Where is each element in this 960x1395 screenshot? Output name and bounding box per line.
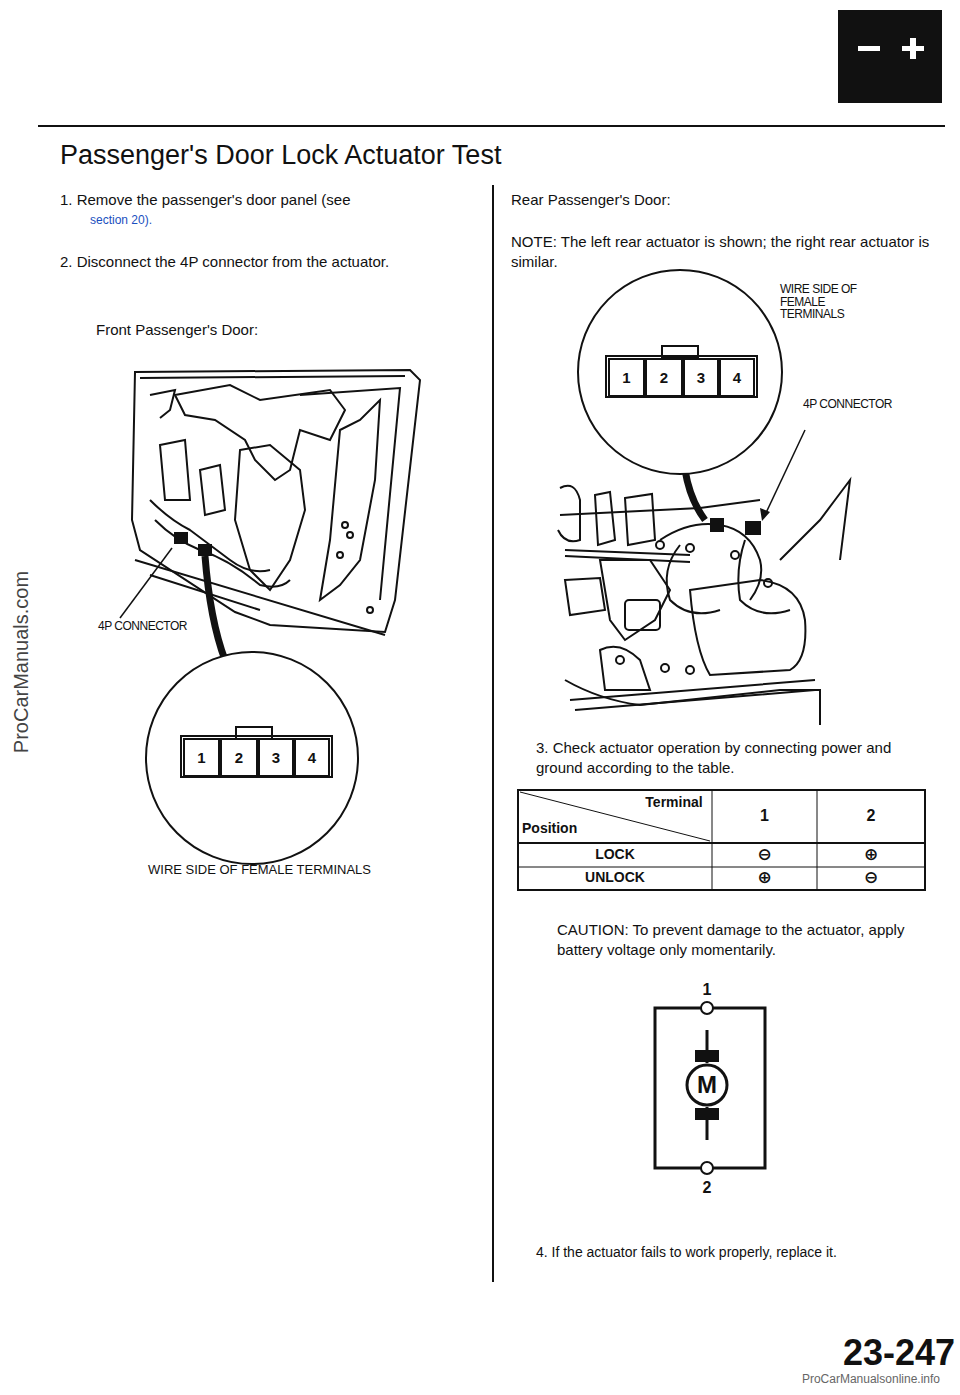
callout-label: 4P CONNECTOR [98, 620, 198, 633]
watermark: ProCarManuals.com [8, 497, 32, 827]
table-cell: UNLOCK [518, 869, 712, 886]
table-cell: ⊖ [712, 845, 817, 865]
instruction-text: CAUTION: To prevent damage to the actuat… [557, 920, 932, 959]
section-link: section 20). [90, 213, 290, 229]
table-cell: 2 [817, 806, 925, 825]
instruction-text: Front Passenger's Door: [96, 320, 396, 340]
terminal-number: 3 [683, 358, 719, 397]
instruction-text: 1. Remove the passenger's door panel (se… [60, 190, 460, 210]
callout-label: 4P CONNECTOR [803, 398, 903, 411]
motor-label: M [685, 1071, 729, 1099]
table-cell: ⊕ [712, 868, 817, 888]
terminal-number: 3 [258, 738, 294, 777]
terminal-number: 4 [719, 358, 755, 397]
table-cell: 1 [696, 980, 718, 999]
instruction-text: 3. Check actuator operation by connectin… [536, 738, 936, 777]
page-number: 23-247 [830, 1330, 955, 1377]
table-cell: ⊕ [817, 845, 925, 865]
table-cell: Terminal [636, 794, 712, 811]
table-cell: Position [522, 820, 612, 837]
instruction-text: NOTE: The left rear actuator is shown; t… [511, 232, 931, 271]
table-cell: 1 [712, 806, 817, 825]
table-cell: ⊖ [817, 868, 925, 888]
instruction-text: Rear Passenger's Door: [511, 190, 811, 210]
terminal-number: 4 [294, 738, 330, 777]
table-cell: LOCK [518, 846, 712, 863]
instruction-text: WIRE SIDE OF FEMALE TERMINALS [148, 862, 448, 879]
instruction-text: 4. If the actuator fails to work properl… [536, 1243, 916, 1261]
terminal-number: 2 [220, 738, 258, 777]
callout-label: WIRE SIDE OF FEMALE TERMINALS [780, 283, 880, 321]
table-cell: 2 [696, 1178, 718, 1197]
terminal-number: 1 [608, 358, 645, 397]
motor-symbol: M [685, 1063, 729, 1107]
instruction-text: 2. Disconnect the 4P connector from the … [60, 252, 460, 272]
terminal-number: 1 [183, 738, 220, 777]
terminal-number: 2 [645, 358, 683, 397]
watermark: ProCarManualsonline.info [740, 1372, 940, 1388]
page-title: Passenger's Door Lock Actuator Test [60, 138, 501, 173]
